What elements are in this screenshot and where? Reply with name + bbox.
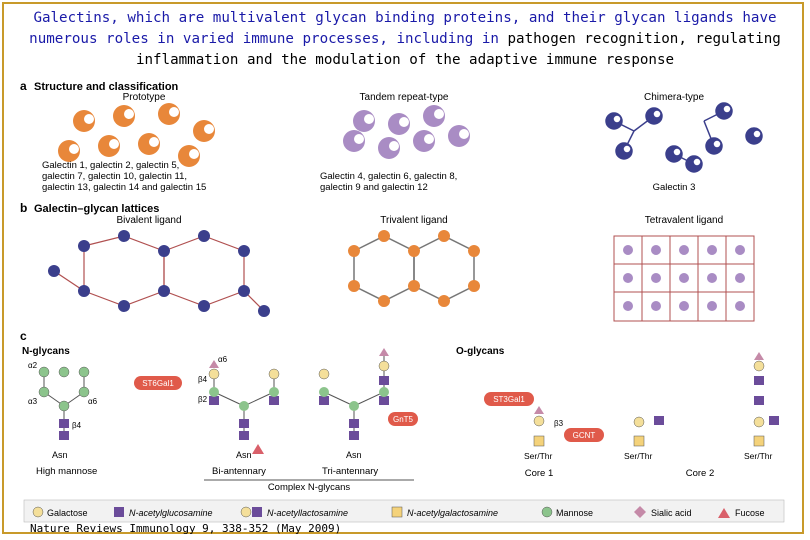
tetravalent-title: Tetravalent ligand xyxy=(645,215,723,226)
hm-link-b4: β4 xyxy=(72,421,82,430)
source-credit: Nature Reviews Immunology 9, 338-352 (Ma… xyxy=(30,522,342,535)
mannose-icon xyxy=(541,506,553,518)
galnac-icon xyxy=(391,506,403,518)
slide-border xyxy=(2,2,804,534)
bi-antennary-structure: ST6Gal1 α6 β4 β2 Asn Bi-antennary xyxy=(134,355,280,477)
bi-antennary-label: Bi-antennary xyxy=(212,466,266,477)
core1-label: Core 1 xyxy=(525,468,554,479)
caption-part2: pathogen recognition, regulating inflamm… xyxy=(135,31,781,68)
legend-galnac: N-acetylgalactosamine xyxy=(407,508,498,518)
hm-link-a6: α6 xyxy=(88,397,98,406)
legend-fucose: Fucose xyxy=(735,508,765,518)
core2-serthr: Ser/Thr xyxy=(624,451,653,461)
section-c-letter: c xyxy=(20,329,27,343)
galectin-figure: a Structure and classification Prototype… xyxy=(20,79,785,523)
prototype-desc-2: galectin 7, galectin 10, galectin 11, xyxy=(42,171,187,182)
core2-label: Core 2 xyxy=(686,468,715,479)
high-mannose-structure: α2 α3 α6 β4 Asn High mannose xyxy=(28,361,98,477)
bi-link-a6: α6 xyxy=(218,355,228,364)
complex-nglycans-label: Complex N-glycans xyxy=(268,482,351,493)
legend-mannose: Mannose xyxy=(556,508,593,518)
section-a-letter: a xyxy=(20,79,27,93)
legend-glcnac: N-acetylglucosamine xyxy=(129,508,213,518)
st3gal-enzyme-badge xyxy=(484,392,534,406)
gcnt-enzyme-badge xyxy=(564,428,604,442)
tandem-galectins-icon xyxy=(343,105,470,159)
chimera-description: Galectin 3 xyxy=(653,182,696,193)
bivalent-lattice-icon xyxy=(48,230,270,317)
galactose-icon xyxy=(32,506,44,518)
hm-asn: Asn xyxy=(52,450,68,460)
legend-lacnac: N-acetyllactosamine xyxy=(267,508,348,518)
trivalent-lattice-icon xyxy=(348,230,480,307)
high-mannose-label: High mannose xyxy=(36,466,97,477)
bi-asn: Asn xyxy=(236,450,252,460)
st3gal-label: ST3Gal1 xyxy=(493,395,525,404)
tandem-description: Galectin 4, galectin 6, galectin 8, gale… xyxy=(320,171,460,193)
nglycans-title: N-glycans xyxy=(22,346,70,357)
prototype-desc-1: Galectin 1, galectin 2, galectin 5, xyxy=(42,160,179,171)
tetravalent-lattice-icon xyxy=(613,235,755,322)
legend-sialic: Sialic acid xyxy=(651,508,692,518)
lacnac-icon xyxy=(240,506,262,518)
oglycans-title: O-glycans xyxy=(456,346,505,357)
bivalent-title: Bivalent ligand xyxy=(116,215,181,226)
section-a-title: Structure and classification xyxy=(34,81,179,93)
core2-serthr-2: Ser/Thr xyxy=(744,451,773,461)
caption-part1: Galectins, which are multivalent glycan … xyxy=(29,10,777,47)
tandem-desc-1: Galectin 4, galectin 6, galectin 8, xyxy=(320,171,457,182)
gcnt-label: GCNT xyxy=(573,431,596,440)
tri-antennary-structure: GnT5 Asn Tri-antennary xyxy=(318,348,418,477)
slide-caption: Galectins, which are multivalent glycan … xyxy=(8,8,802,71)
legend: Galactose N-acetylglucosamine N-acetylla… xyxy=(23,499,785,523)
tandem-title: Tandem repeat-type xyxy=(360,92,449,103)
gnt5-label: GnT5 xyxy=(393,415,414,424)
prototype-desc-3: galectin 13, galectin 14 and galectin 15 xyxy=(42,182,206,193)
prototype-title: Prototype xyxy=(123,92,166,103)
section-b-title: Galectin–glycan lattices xyxy=(34,203,159,215)
core2-structure: GCNT Ser/Thr Ser/Thr Core 2 xyxy=(564,352,779,479)
prototype-description: Galectin 1, galectin 2, galectin 5, gale… xyxy=(42,160,206,193)
gnt5-enzyme-badge xyxy=(388,412,418,426)
chimera-galectin-icon xyxy=(605,102,763,173)
core1-link-b3: β3 xyxy=(554,419,564,428)
hm-link-a3: α3 xyxy=(28,397,38,406)
core1-serthr: Ser/Thr xyxy=(524,451,553,461)
fucose-icon xyxy=(718,508,730,518)
chimera-title: Chimera-type xyxy=(644,92,704,103)
glcnac-icon xyxy=(114,507,124,517)
tri-antennary-label: Tri-antennary xyxy=(322,466,378,477)
trivalent-title: Trivalent ligand xyxy=(380,215,447,226)
hm-link-a2: α2 xyxy=(28,361,38,370)
tri-asn: Asn xyxy=(346,450,362,460)
st6gal-enzyme-badge xyxy=(134,376,182,390)
tandem-desc-2: galectin 9 and galectin 12 xyxy=(320,182,428,193)
legend-galactose: Galactose xyxy=(47,508,88,518)
prototype-galectins-icon xyxy=(58,103,215,167)
sialic-acid-icon xyxy=(634,506,646,518)
core1-structure: ST3Gal1 Ser/Thr β3 Core 1 xyxy=(484,392,564,479)
st6gal-label: ST6Gal1 xyxy=(142,379,174,388)
bi-link-b4: β4 xyxy=(198,375,208,384)
bi-link-b2: β2 xyxy=(198,395,208,404)
section-b-letter: b xyxy=(20,201,27,215)
